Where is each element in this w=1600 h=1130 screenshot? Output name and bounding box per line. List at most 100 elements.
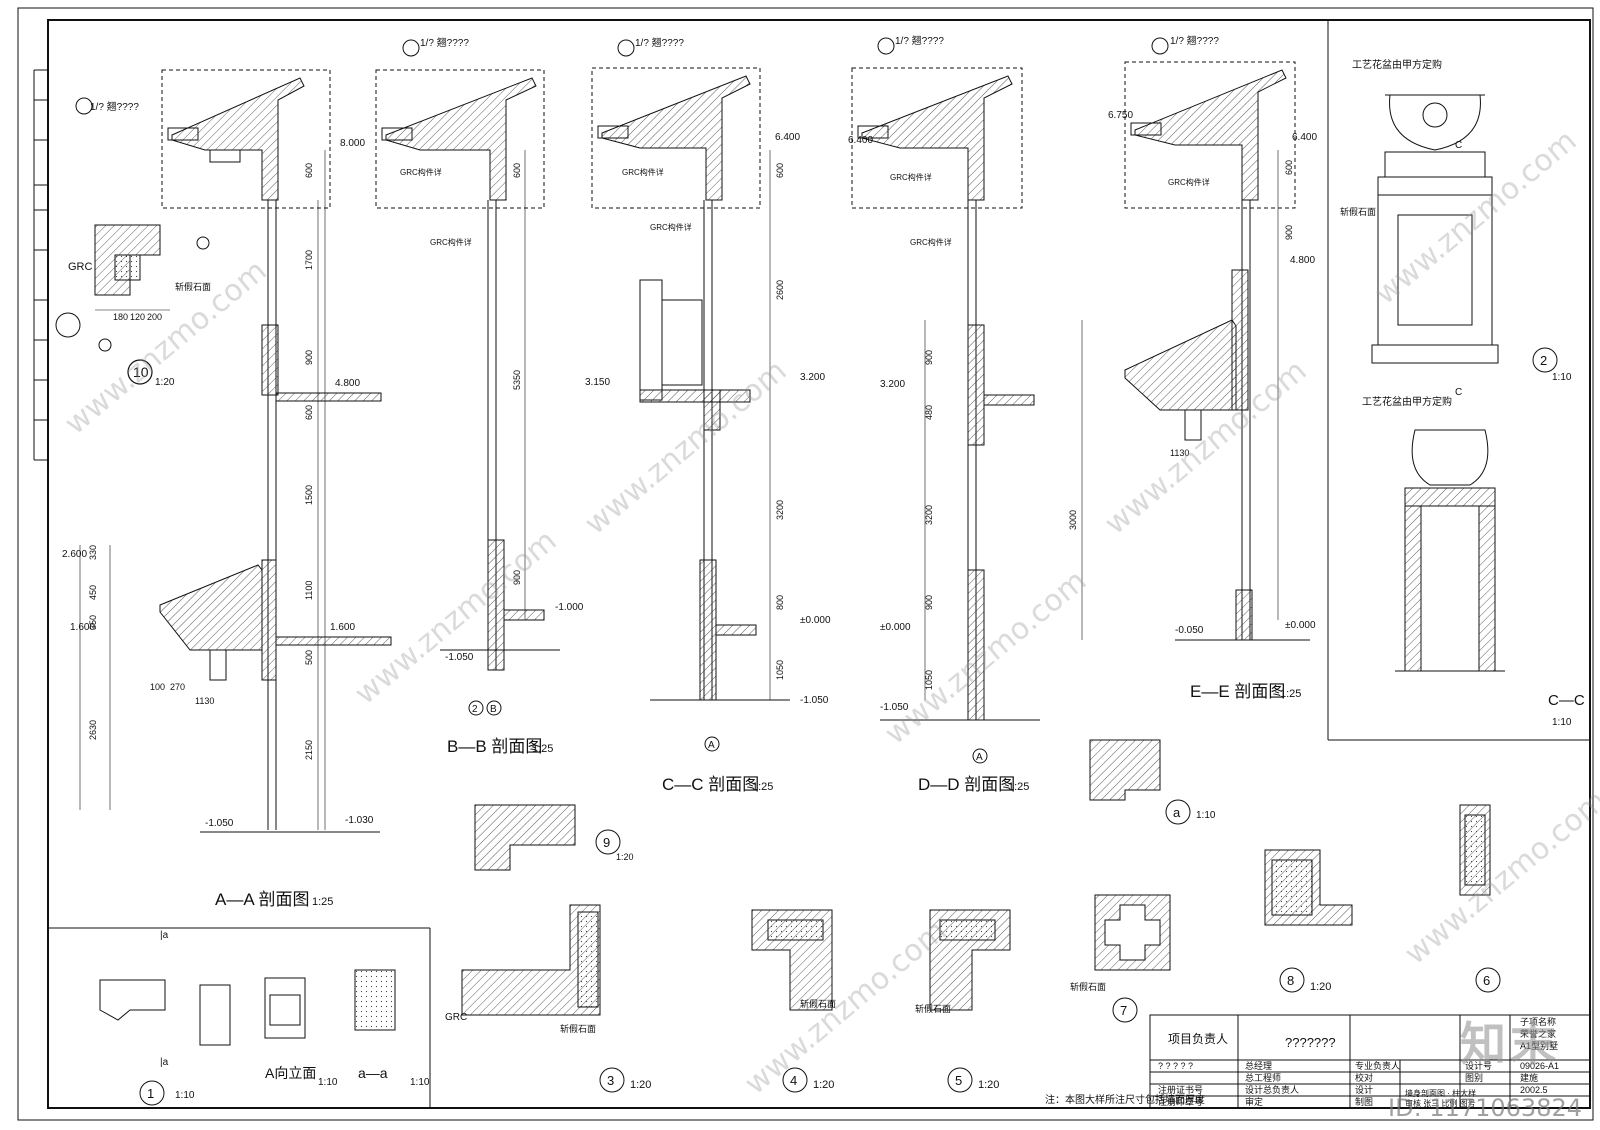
doc-id: ID: 1171063824 [1388, 1094, 1582, 1122]
eave-detail-box-aa [161, 69, 331, 209]
svg-text:设计号: 设计号 [1465, 1060, 1492, 1071]
outer-border [17, 7, 1594, 1121]
svg-text:480: 480 [924, 405, 934, 420]
svg-text:350: 350 [88, 615, 98, 630]
svg-text:-1.050: -1.050 [880, 702, 909, 713]
section-marks: |a |a C C [160, 140, 1462, 1068]
left-strip [33, 69, 48, 461]
detail-2-number: 2 [1540, 353, 1547, 368]
svg-text:120: 120 [130, 312, 145, 322]
svg-text:1.600: 1.600 [70, 622, 95, 633]
ee-bottom-dim: 1130 [1170, 448, 1189, 458]
bb-callout-circle [402, 39, 420, 57]
dd-title: D—D 剖面图 [918, 775, 1015, 794]
svg-text:±0.000: ±0.000 [880, 622, 911, 633]
svg-text:4.800: 4.800 [335, 378, 360, 389]
detail-5 [929, 909, 1011, 1093]
svg-text:800: 800 [775, 595, 785, 610]
dd-vertical-dims: 900 480 3200 900 1050 [924, 350, 934, 690]
svg-text:09026-A1: 09026-A1 [1520, 1061, 1559, 1071]
svg-text:? ? ? ? ?: ? ? ? ? ? [1158, 1061, 1193, 1071]
svg-text:±0.000: ±0.000 [1285, 620, 1316, 631]
svg-text:500: 500 [304, 650, 314, 665]
detail-2-scale: 1:10 [1552, 372, 1572, 383]
svg-text:1500: 1500 [304, 485, 314, 505]
section-bb [375, 69, 560, 716]
svg-text:设计总负责人: 设计总负责人 [1245, 1084, 1299, 1095]
dd-grc-1: GRC构件详 [890, 172, 932, 182]
svg-text:C: C [1455, 140, 1462, 151]
svg-text:|a: |a [160, 1057, 169, 1068]
cc-elevations: 6.400 3.150 3.200 ±0.000 -1.050 [585, 132, 831, 706]
cc-callout-circle [617, 39, 635, 57]
ee-elevations: 6.750 6.400 4.800 -0.050 ±0.000 [1108, 110, 1317, 636]
cc-grc-1: GRC构件详 [622, 167, 664, 177]
detail-5-stone: 斩假石面 [915, 1003, 951, 1014]
bb-grc-2: GRC构件详 [430, 237, 472, 247]
svg-text:专业负责人: 专业负责人 [1355, 1060, 1400, 1071]
svg-text:8.000: 8.000 [340, 138, 365, 149]
svg-text:项目负责人: 项目负责人 [1168, 1032, 1228, 1046]
detail-4-number: 4 [790, 1073, 797, 1088]
detail-3-stone: 斩假石面 [560, 1023, 596, 1034]
detail-3-number: 3 [607, 1073, 614, 1088]
flower-pot-panel [1327, 20, 1590, 741]
svg-text:±0.000: ±0.000 [800, 615, 831, 626]
cc-scale: 1:25 [752, 781, 773, 793]
drawing-note: 注：本图大样所注尺寸包括墙面厚度 [1045, 1093, 1205, 1106]
dd-callout-circle [877, 37, 895, 55]
ee-title: E—E 剖面图 [1190, 682, 1285, 701]
section-aa [79, 69, 392, 833]
cc-grc-2: GRC构件详 [650, 222, 692, 232]
svg-text:900: 900 [1284, 225, 1294, 240]
detail-8 [1264, 849, 1353, 993]
aa-title: A—A 剖面图 [215, 890, 309, 909]
svg-text:3.200: 3.200 [880, 379, 905, 390]
ee-scale: 1:25 [1280, 688, 1301, 700]
svg-text:3.150: 3.150 [585, 377, 610, 388]
dd-scale: 1:25 [1008, 781, 1029, 793]
svg-text:注册印章号: 注册印章号 [1158, 1096, 1203, 1107]
aa-vertical-dims: 600 1700 900 600 1500 1100 500 2150 [304, 163, 314, 760]
bb-circle-2: 2 [472, 704, 478, 715]
section-dd [851, 67, 1040, 764]
detail-7-stone: 斩假石面 [1070, 981, 1106, 992]
svg-text:-1.050: -1.050 [205, 818, 234, 829]
inner-border [47, 19, 1591, 1109]
svg-text:校对: 校对 [1355, 1072, 1373, 1083]
detail-10-scale: 1:20 [155, 377, 175, 388]
svg-text:子项名称: 子项名称 [1520, 1016, 1556, 1027]
svg-text:-1.050: -1.050 [800, 695, 829, 706]
svg-text:1.600: 1.600 [330, 622, 355, 633]
bb-elevations: -1.000 -1.050 [445, 602, 584, 663]
svg-text:1130: 1130 [195, 696, 214, 706]
svg-text:1100: 1100 [304, 581, 314, 600]
dd-elevations: 6.400 3.200 ±0.000 -1.050 [848, 135, 911, 713]
flower-pot-stone: 斩假石面 [1340, 206, 1376, 217]
svg-text:???????: ??????? [1285, 1035, 1336, 1050]
svg-text:3000: 3000 [1068, 510, 1078, 530]
cc-title: C—C 剖面图 [662, 775, 759, 794]
bb-vertical-dims: 600 5350 900 [512, 163, 522, 585]
detail-a [1089, 739, 1191, 825]
aa-left-dims: 330 450 350 2630 [88, 545, 98, 740]
svg-text:600: 600 [304, 405, 314, 420]
bb-circle-B: B [490, 704, 497, 715]
detail-8-scale: 1:20 [1310, 981, 1331, 993]
svg-text:2630: 2630 [88, 720, 98, 740]
detail-7-number: 7 [1120, 1003, 1127, 1018]
eave-detail-box-ee [1124, 61, 1296, 209]
svg-text:-0.050: -0.050 [1175, 625, 1204, 636]
cc-vertical-dims: 600 2600 3200 800 1050 [775, 163, 785, 680]
bottom-left-panel [48, 927, 431, 1108]
svg-text:图别: 图别 [1465, 1073, 1483, 1083]
svg-text:3.200: 3.200 [800, 372, 825, 383]
svg-text:600: 600 [512, 163, 522, 178]
svg-text:450: 450 [88, 585, 98, 600]
svg-text:600: 600 [304, 163, 314, 178]
flower-pot-note-bottom: 工艺花盆由甲方定购 [1362, 395, 1452, 408]
bb-scale: 1:25 [532, 743, 553, 755]
aa-bottom-dims: 1130 100 270 [150, 682, 214, 706]
ee-grc: GRC构件详 [1168, 177, 1210, 187]
dd-circle-A: A [976, 752, 983, 763]
